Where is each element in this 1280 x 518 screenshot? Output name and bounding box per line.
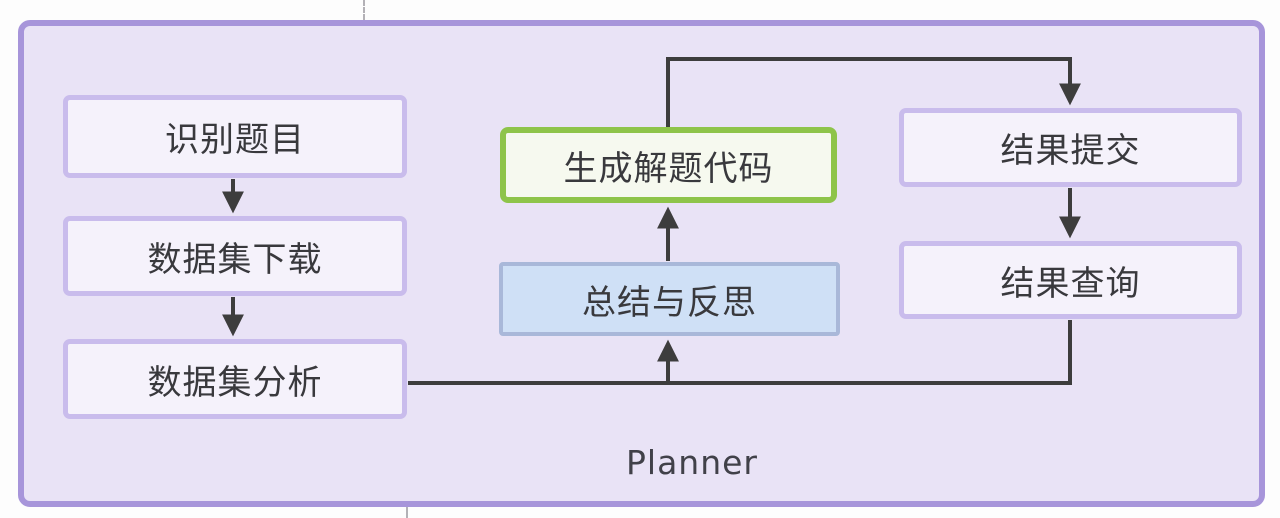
node-dataset-download: 数据集下载 — [63, 216, 407, 296]
node-identify-problem: 识别题目 — [63, 95, 407, 178]
planner-label: Planner — [626, 443, 758, 482]
page-divider-tick-bottom — [406, 507, 408, 518]
node-generate-solution-code: 生成解题代码 — [500, 127, 837, 203]
node-summary-reflection: 总结与反思 — [499, 262, 840, 336]
node-result-submission: 结果提交 — [899, 108, 1242, 187]
page-divider-tick-top — [363, 0, 365, 20]
node-result-query: 结果查询 — [899, 241, 1242, 319]
node-dataset-analysis: 数据集分析 — [63, 339, 407, 419]
